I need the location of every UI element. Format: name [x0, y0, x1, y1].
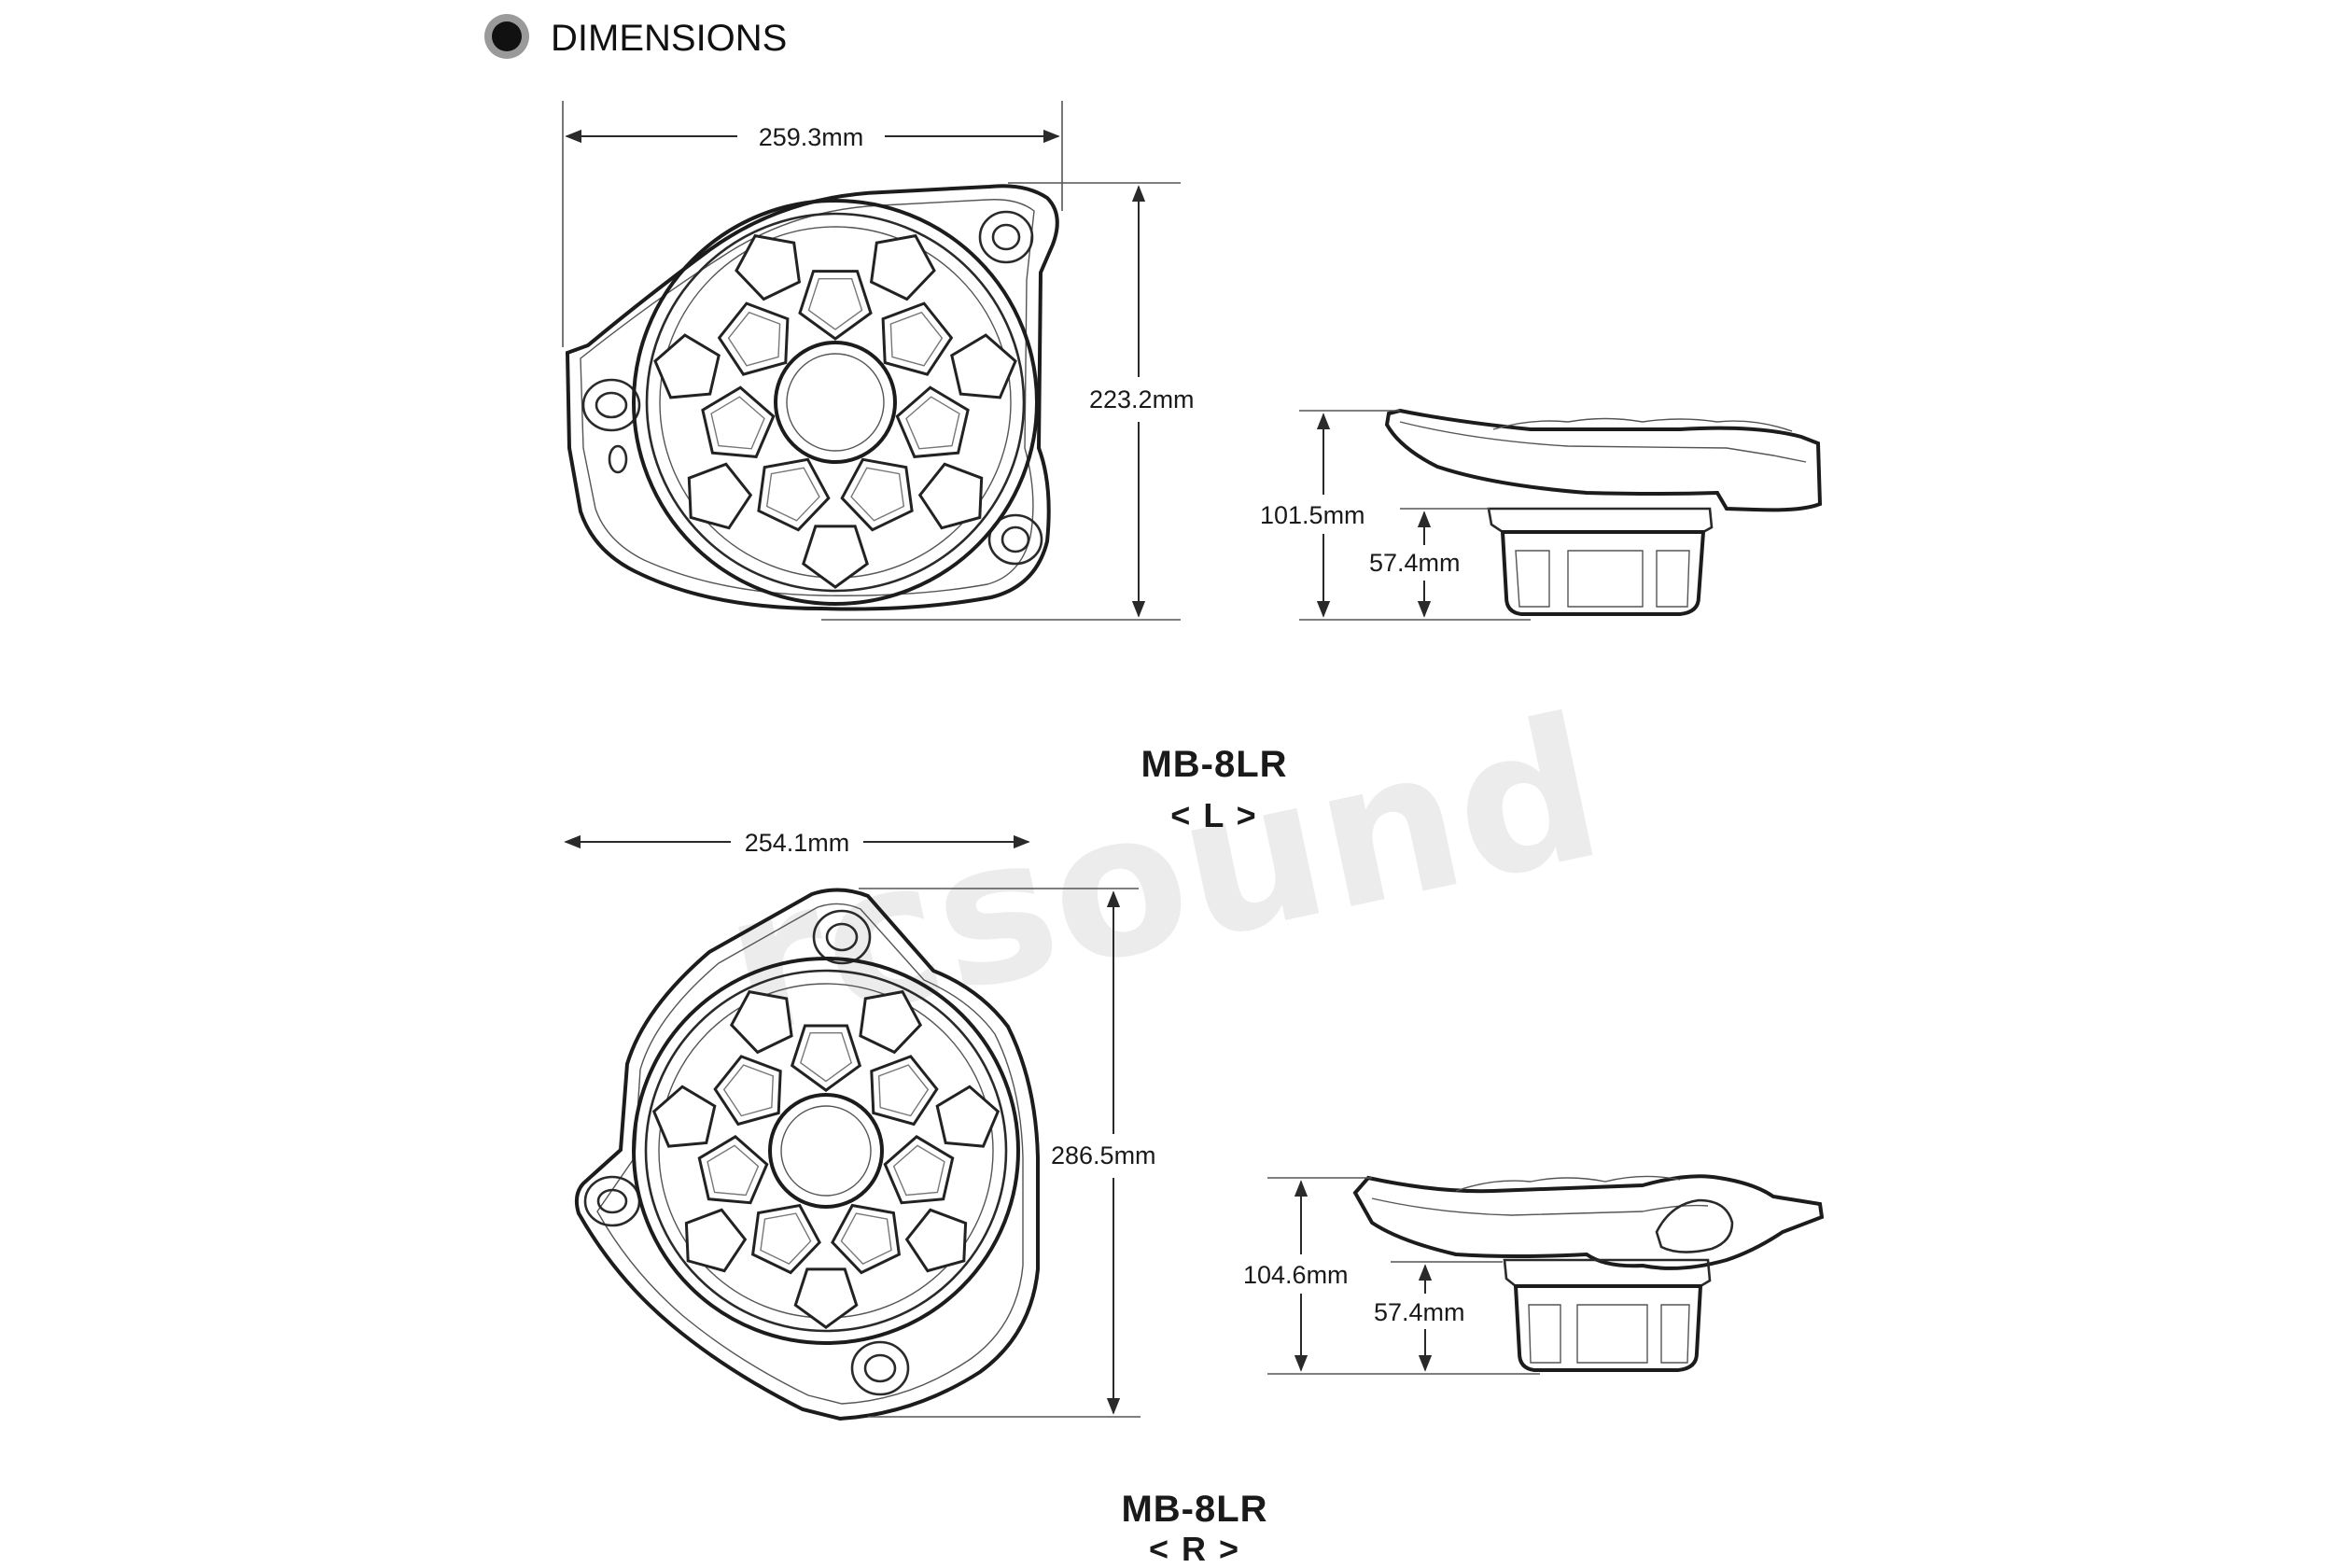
- speaker-right-flange: [574, 888, 1040, 1421]
- speaker-right-side: < R >: [1149, 1530, 1240, 1568]
- speaker-left-width-dimension: 259.3mm: [562, 101, 1063, 347]
- speaker-left-grille-inner-cell: [717, 301, 790, 376]
- speaker-left-grille-outer-cell: [735, 233, 802, 301]
- speaker-left-grille-inner-cell: [840, 457, 914, 532]
- speaker-left-flange-inner: [580, 199, 1035, 596]
- speaker-left-grille: [632, 199, 1039, 606]
- speaker-left-front-view: [565, 184, 1059, 611]
- speaker-right-mount-hole-1: [812, 909, 872, 965]
- speaker-left-grille-inner-cell-edge: [765, 467, 820, 522]
- speaker-left-grille-inner-cell: [757, 457, 831, 532]
- speaker-right-profile-view: [1352, 1174, 1825, 1372]
- section-title: DIMENSIONS: [551, 18, 787, 59]
- speaker-left-grille-outer-cell: [950, 333, 1017, 399]
- speaker-right-mount-hole-2: [583, 1175, 641, 1227]
- speaker-left-height-label: 223.2mm: [1089, 385, 1195, 413]
- speaker-right-grille-outer-cell: [651, 1085, 717, 1148]
- speaker-left-model: MB-8LR: [1141, 744, 1287, 785]
- speaker-left-grille-inner-cell-edge: [905, 396, 960, 450]
- speaker-right-grille-outer-cell: [729, 989, 793, 1055]
- speaker-left-grille-inner-cell: [881, 301, 954, 376]
- speaker-left-width-label: 259.3mm: [759, 123, 864, 151]
- speaker-left-magnet-basket: [1500, 530, 1706, 616]
- speaker-right-total-depth-dimension: 104.6mm: [1243, 1177, 1540, 1375]
- speaker-right-grille-inner-cell-edge: [707, 1144, 760, 1197]
- speaker-left-grille-outer-cell: [687, 462, 753, 530]
- speaker-left-mount-depth-label: 57.4mm: [1369, 549, 1461, 577]
- speaker-left-mount-hole-1: [581, 378, 641, 432]
- speaker-right-grille-inner-cell: [831, 1203, 902, 1275]
- speaker-right-grille-inner-cell-edge: [760, 1212, 812, 1265]
- speaker-left-mount-hole-2: [978, 210, 1034, 264]
- speaker-right-grille: [632, 957, 1020, 1345]
- speaker-right-grille-inner-cell: [750, 1203, 821, 1275]
- speaker-right-grille-inner-cell-edge: [877, 1064, 930, 1117]
- speaker-right-magnet-basket: [1513, 1284, 1703, 1372]
- speaker-right-grille-inner-cell-edge: [840, 1212, 892, 1265]
- speaker-left-slot: [608, 444, 628, 474]
- speaker-left-grille-inner-cell: [798, 270, 873, 341]
- bullet-dot-icon: [492, 21, 522, 51]
- speaker-right-model: MB-8LR: [1121, 1489, 1267, 1530]
- speaker-right-total-depth-label: 104.6mm: [1243, 1261, 1349, 1289]
- speaker-right-grille-outer-cell: [859, 989, 923, 1055]
- speaker-right: 254.1mm 286.5mm: [564, 829, 1825, 1568]
- speaker-left-grille-outer-cell: [917, 462, 984, 530]
- speaker-right-height-dimension: 286.5mm: [859, 888, 1156, 1418]
- watermark: rcsound: [707, 673, 1618, 1080]
- speaker-right-grille-outer-cell: [793, 1267, 859, 1329]
- speaker-left-flange: [565, 184, 1059, 611]
- speaker-right-mount-hole-3: [850, 1340, 910, 1396]
- speaker-left-grille-inner-cell-edge: [889, 311, 944, 367]
- speaker-left-center-cap: [774, 341, 897, 464]
- speaker-left-mount-depth-dimension: 57.4mm: [1369, 511, 1461, 618]
- speaker-left-grille-inner-cell-edge: [727, 311, 781, 367]
- speaker-left-grille-outer-cell: [802, 525, 869, 589]
- speaker-right-grille-inner-cell-edge: [722, 1064, 775, 1117]
- speaker-left-side: < L >: [1170, 796, 1257, 834]
- speaker-right-mount-depth-label: 57.4mm: [1374, 1298, 1465, 1326]
- section-heading: DIMENSIONS: [484, 14, 787, 59]
- speaker-right-grille-outer-cell: [904, 1208, 968, 1273]
- speaker-right-width-dimension: 254.1mm: [564, 829, 1030, 857]
- speaker-left-profile-view: [1384, 408, 1823, 616]
- speaker-left-grille-outer-cell: [653, 333, 721, 399]
- speaker-right-grille-outer-cell: [935, 1085, 1001, 1148]
- speaker-right-grille-outer-cell: [684, 1208, 748, 1273]
- speaker-right-grille-inner-cell: [790, 1024, 862, 1092]
- speaker-right-height-label: 286.5mm: [1051, 1141, 1156, 1169]
- speaker-left-total-depth-label: 101.5mm: [1260, 501, 1365, 529]
- speaker-left-grille-outer-cell: [869, 233, 936, 301]
- speaker-right-grille-inner-cell-edge: [799, 1031, 853, 1083]
- speaker-right-width-label: 254.1mm: [745, 829, 850, 857]
- speaker-left-height-dimension: 223.2mm: [821, 182, 1195, 621]
- speaker-left-grille-inner-cell-edge: [850, 467, 905, 522]
- speaker-right-center-cap: [768, 1093, 884, 1209]
- speaker-left-grille-inner-cell-edge: [710, 396, 765, 450]
- speaker-right-flange-inner: [596, 903, 1024, 1405]
- speaker-left-total-depth-dimension: 101.5mm: [1260, 410, 1531, 621]
- speaker-right-front-view: [574, 888, 1040, 1421]
- speaker-left-grille-inner-cell-edge: [807, 277, 863, 330]
- speaker-right-grille-inner-cell-edge: [892, 1144, 945, 1197]
- speaker-left: 259.3mm 223.2mm 101.5: [562, 101, 1823, 834]
- speaker-left-mount-hole-3: [987, 513, 1043, 566]
- speaker-right-terminal: [1655, 1198, 1734, 1253]
- speaker-right-mount-depth-dimension: 57.4mm: [1374, 1264, 1465, 1372]
